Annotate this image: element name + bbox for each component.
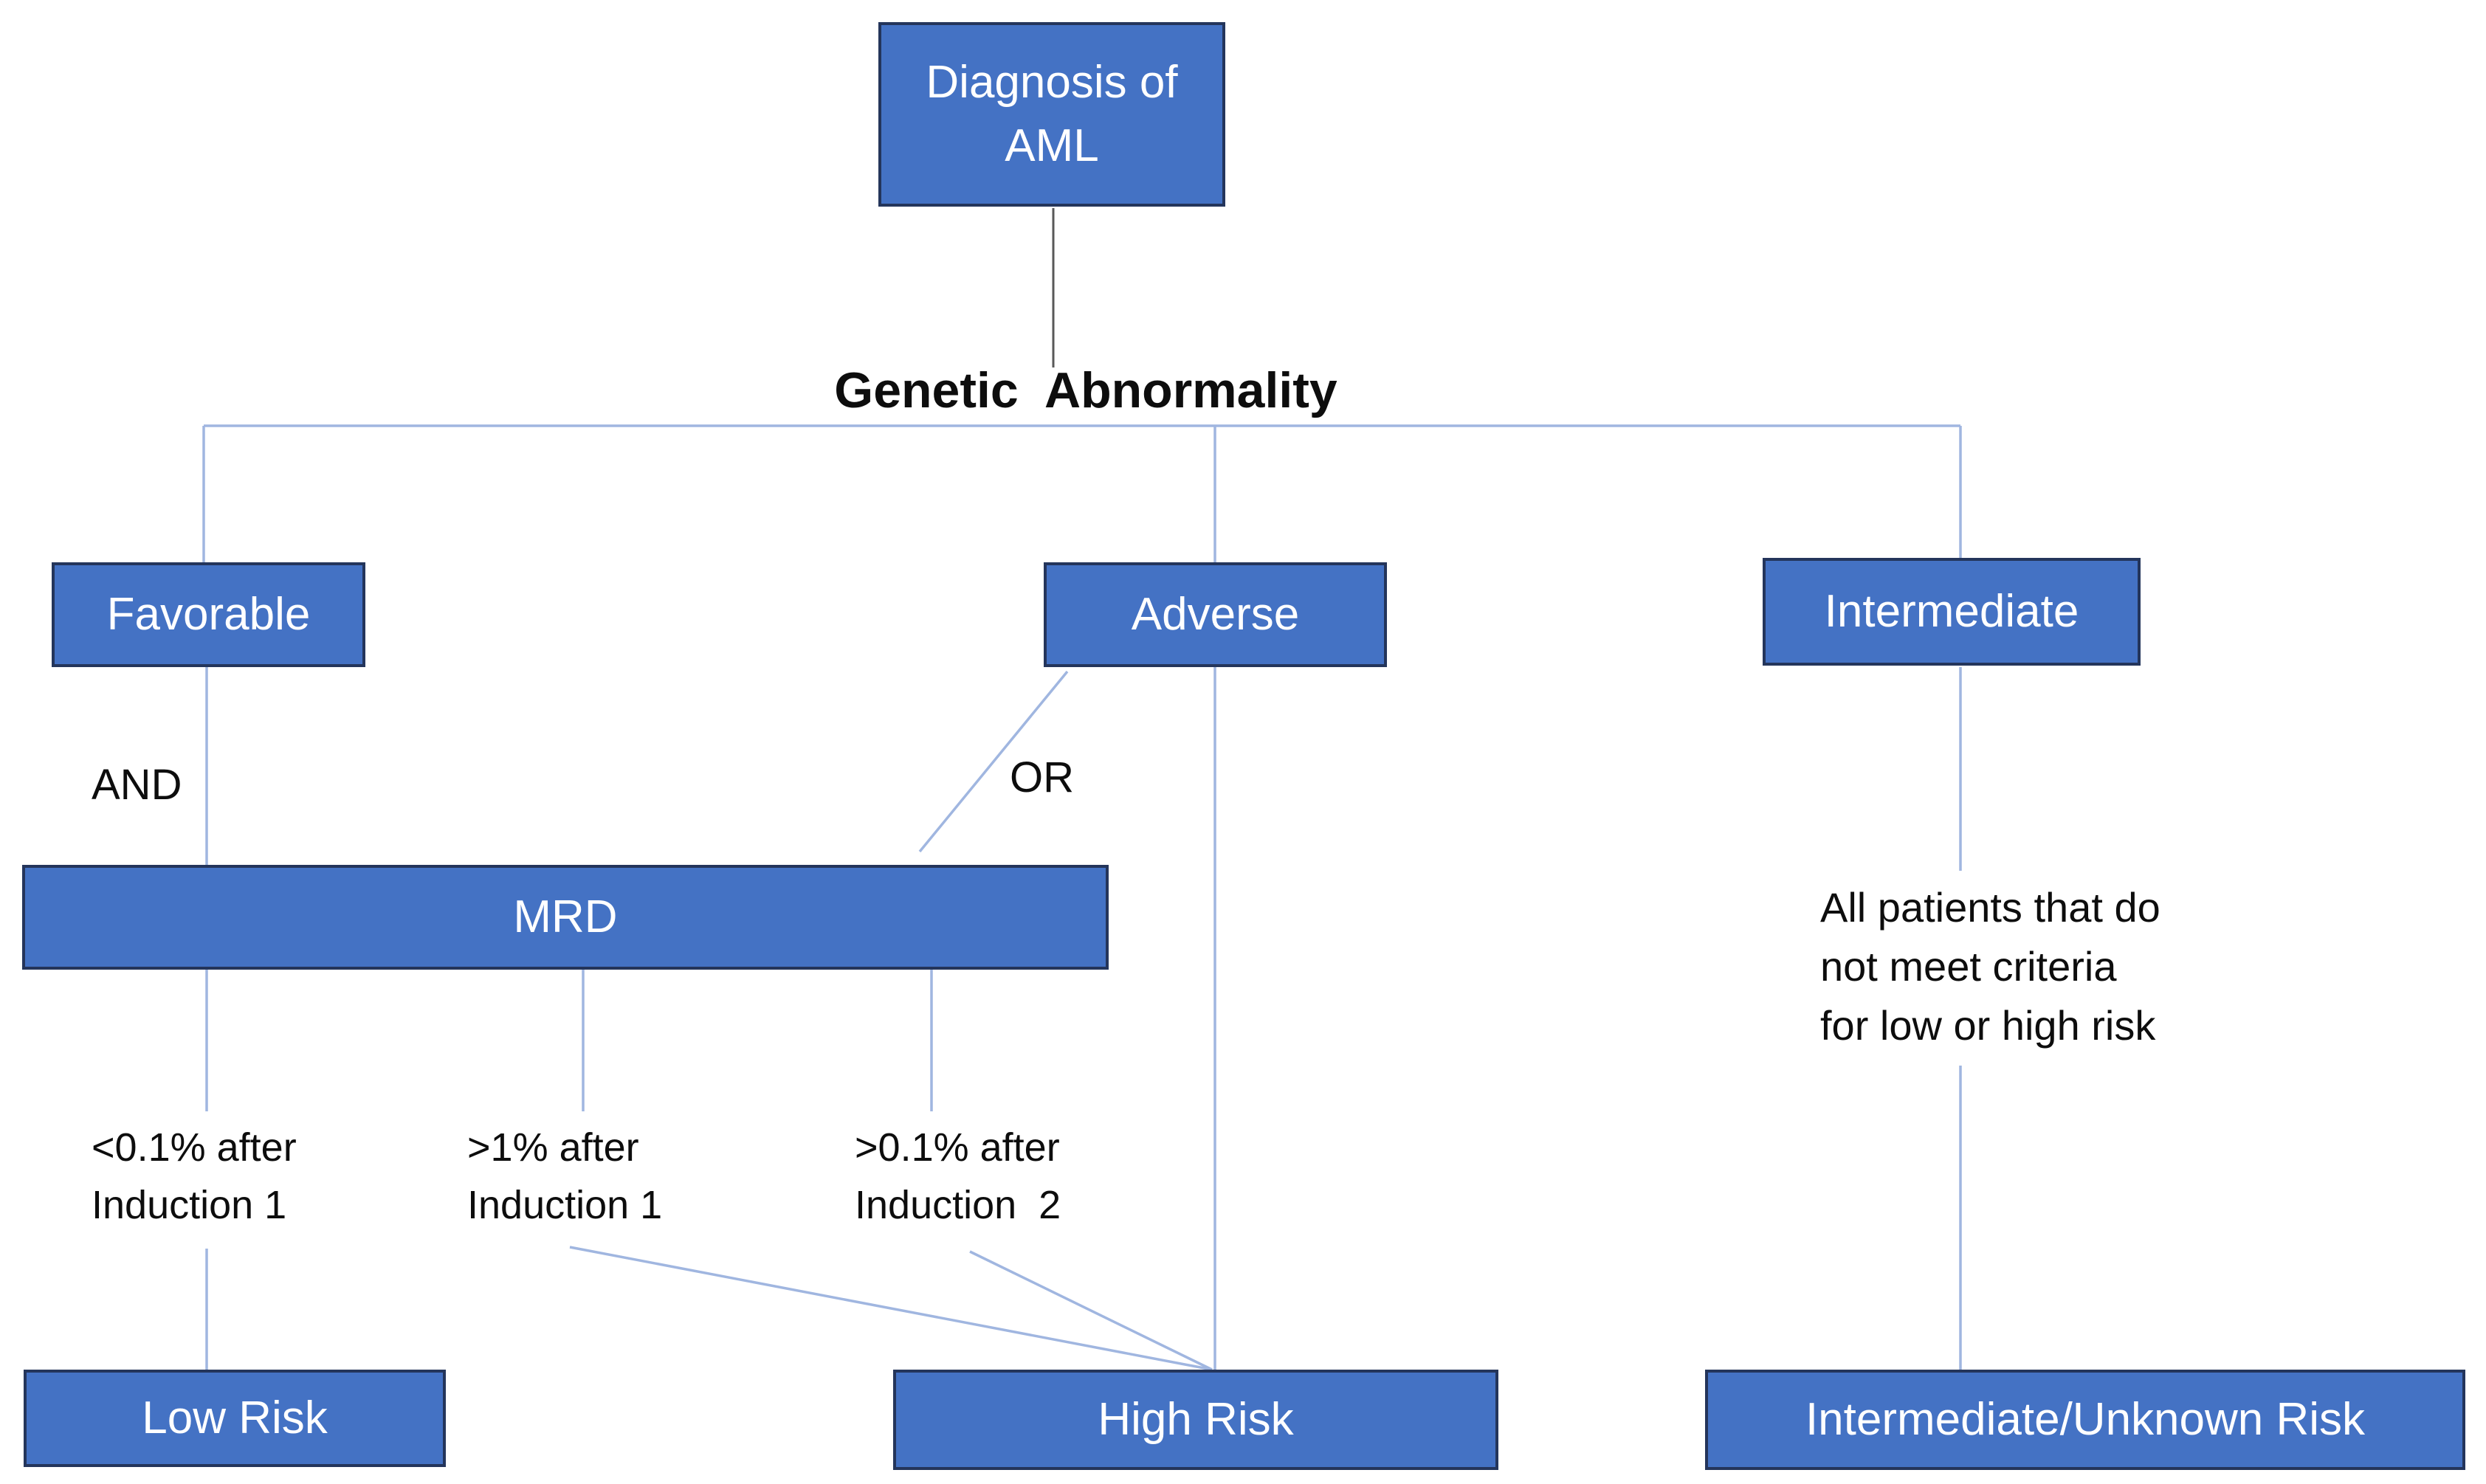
node-intermediate-label: Intermediate bbox=[1824, 586, 2079, 638]
node-favorable-label: Favorable bbox=[106, 589, 311, 641]
node-favorable: Favorable bbox=[52, 562, 365, 667]
or-label: OR bbox=[1010, 753, 1074, 801]
node-intermediate-unknown-risk-label: Intermediate/Unknown Risk bbox=[1805, 1394, 2366, 1446]
node-mrd-label: MRD bbox=[513, 891, 618, 943]
node-mrd: MRD bbox=[22, 865, 1109, 970]
mrd-outcome-low-label: <0.1% after Induction 1 bbox=[92, 1125, 297, 1227]
node-diagnosis-label: Diagnosis of AML bbox=[926, 57, 1178, 171]
and-label: AND bbox=[92, 761, 182, 809]
node-high-risk: High Risk bbox=[893, 1370, 1498, 1470]
node-diagnosis: Diagnosis of AML bbox=[878, 22, 1225, 207]
node-low-risk-label: Low Risk bbox=[142, 1392, 328, 1444]
node-intermediate: Intermediate bbox=[1763, 558, 2141, 666]
mrd-outcome-mid-label: >1% after Induction 1 bbox=[467, 1125, 663, 1227]
node-adverse: Adverse bbox=[1044, 562, 1387, 667]
genetic-abnormality-label: Genetic Abnormality bbox=[834, 362, 1337, 418]
node-low-risk: Low Risk bbox=[24, 1370, 446, 1467]
node-high-risk-label: High Risk bbox=[1098, 1394, 1294, 1446]
node-intermediate-unknown-risk: Intermediate/Unknown Risk bbox=[1705, 1370, 2465, 1470]
intermediate-note: All patients that do not meet criteria f… bbox=[1820, 884, 2160, 1049]
connector-adverse-or-to-mrd bbox=[918, 670, 1069, 853]
connector-outcome-mid-to-high-risk bbox=[569, 1246, 1213, 1371]
mrd-outcome-high-label: >0.1% after Induction 2 bbox=[855, 1125, 1061, 1227]
node-adverse-label: Adverse bbox=[1131, 589, 1300, 641]
connector-outcome-high-to-high-risk bbox=[969, 1250, 1213, 1371]
